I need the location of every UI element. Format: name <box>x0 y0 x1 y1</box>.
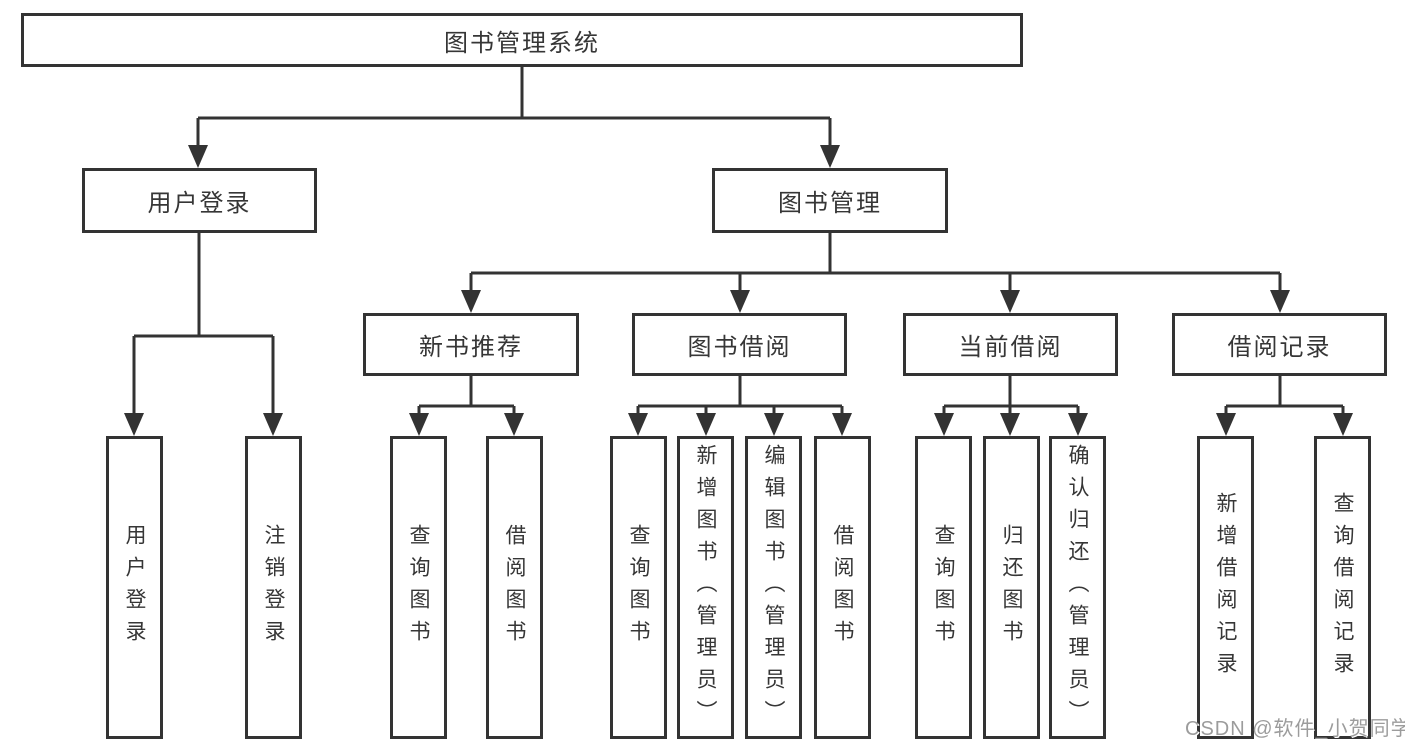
node-root-label: 图书管理系统 <box>444 29 600 57</box>
node-borrowing-records: 借阅记录 <box>1172 313 1387 376</box>
node-book-borrowing-label: 图书借阅 <box>687 334 792 361</box>
leaf-logout: 注销登录 <box>245 436 302 739</box>
leaf-bb-borrow-books: 借阅图书 <box>814 436 871 739</box>
connector-book-borrowing-children <box>628 376 852 436</box>
node-root-library-management-system: 图书管理系统 <box>21 13 1023 67</box>
node-borrowing-records-label: 借阅记录 <box>1227 334 1332 361</box>
leaf-bb-edit-book-admin-label: 编辑图书（管理员） <box>762 443 785 732</box>
leaf-bb-add-book-admin: 新增图书（管理员） <box>677 436 734 739</box>
leaf-cb-query-books-label: 查询图书 <box>932 523 955 652</box>
connector-user-login-children <box>124 233 283 436</box>
leaf-br-add-borrow-record: 新增借阅记录 <box>1197 436 1254 739</box>
node-user-login: 用户登录 <box>82 168 317 233</box>
leaf-br-query-borrow-record: 查询借阅记录 <box>1314 436 1371 739</box>
csdn-watermark: CSDN @软件_小贺同学 <box>1185 718 1405 740</box>
leaf-bb-borrow-books-label: 借阅图书 <box>831 523 854 652</box>
leaf-bb-add-book-admin-label: 新增图书（管理员） <box>694 443 717 732</box>
connector-new-book-recommend-children <box>409 376 524 436</box>
leaf-cb-confirm-return-admin-label: 确认归还（管理员） <box>1066 443 1089 732</box>
connector-root-to-level2 <box>188 67 840 168</box>
connector-current-borrowing-children <box>934 376 1088 436</box>
connector-book-management-children <box>461 233 1290 313</box>
node-current-borrowing: 当前借阅 <box>903 313 1118 376</box>
leaf-cb-confirm-return-admin: 确认归还（管理员） <box>1049 436 1106 739</box>
leaf-cb-return-books-label: 归还图书 <box>1000 523 1023 652</box>
connector-borrowing-records-children <box>1216 376 1353 436</box>
node-current-borrowing-label: 当前借阅 <box>958 334 1063 361</box>
node-book-borrowing: 图书借阅 <box>632 313 847 376</box>
leaf-user-login-label: 用户登录 <box>123 523 146 652</box>
node-book-management-label: 图书管理 <box>778 190 882 217</box>
leaf-nbr-borrow-books-label: 借阅图书 <box>503 523 526 652</box>
leaf-cb-return-books: 归还图书 <box>983 436 1040 739</box>
leaf-nbr-query-books-label: 查询图书 <box>407 523 430 652</box>
leaf-cb-query-books: 查询图书 <box>915 436 972 739</box>
leaf-bb-query-books: 查询图书 <box>610 436 667 739</box>
node-new-book-recommend: 新书推荐 <box>363 313 579 376</box>
node-book-management: 图书管理 <box>712 168 948 233</box>
leaf-user-login: 用户登录 <box>106 436 163 739</box>
node-user-login-label: 用户登录 <box>147 190 252 217</box>
leaf-nbr-borrow-books: 借阅图书 <box>486 436 543 739</box>
leaf-logout-label: 注销登录 <box>262 523 285 652</box>
leaf-br-add-borrow-record-label: 新增借阅记录 <box>1214 491 1237 684</box>
leaf-br-query-borrow-record-label: 查询借阅记录 <box>1331 491 1354 684</box>
leaf-nbr-query-books: 查询图书 <box>390 436 447 739</box>
node-new-book-recommend-label: 新书推荐 <box>419 334 523 361</box>
leaf-bb-query-books-label: 查询图书 <box>627 523 650 652</box>
leaf-bb-edit-book-admin: 编辑图书（管理员） <box>745 436 802 739</box>
